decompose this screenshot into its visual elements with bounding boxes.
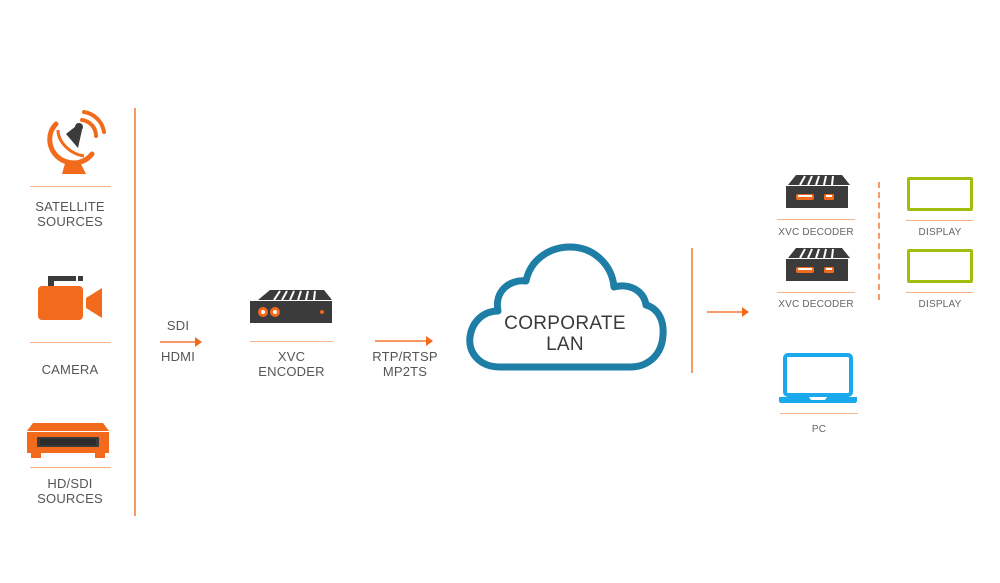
display-icon	[907, 249, 973, 283]
separator-line	[906, 220, 973, 221]
input-link-bottom-label: HDMI	[160, 349, 196, 364]
stream-link-line2: MP2TS	[382, 364, 428, 379]
stream-link-label: RTP/RTSP MP2TS	[355, 349, 455, 379]
stream-link-line1: RTP/RTSP	[372, 349, 438, 364]
encoder-box-icon	[250, 290, 332, 323]
source-label: SATELLITE SOURCES	[20, 199, 120, 229]
video-camera-icon	[38, 276, 102, 320]
decoder-label: XVC DECODER	[778, 227, 854, 238]
decoder-box-icon	[786, 248, 850, 281]
sources-bracket-line	[134, 108, 136, 516]
laptop-icon	[779, 353, 857, 403]
display-label: DISPLAY	[918, 299, 962, 310]
separator-line	[777, 292, 855, 293]
cloud-label-line1: CORPORATE	[504, 313, 626, 334]
source-label-line1: CAMERA	[41, 362, 99, 377]
decoder-label: XVC DECODER	[778, 299, 854, 310]
encoder-label-line1: XVC	[277, 349, 306, 364]
encoder-label: XVC ENCODER	[240, 349, 343, 379]
source-label-line1: HD/SDI	[47, 476, 93, 491]
cloud-label-line2: LAN	[546, 334, 584, 355]
display-label: DISPLAY	[918, 227, 962, 238]
outputs-bracket-line	[691, 248, 693, 373]
decoder-box-icon	[786, 175, 850, 208]
separator-line	[30, 467, 111, 468]
satellite-dish-icon	[47, 110, 106, 174]
decoder-display-dashed-line	[878, 182, 880, 300]
stream-arrow	[375, 336, 433, 346]
cloud-icon	[466, 243, 667, 371]
encoder-label-line2: ENCODER	[258, 364, 325, 379]
input-link-top-label: SDI	[166, 318, 190, 333]
input-arrow	[160, 337, 202, 347]
separator-line	[30, 342, 111, 343]
separator-line	[906, 292, 973, 293]
pc-label: PC	[811, 424, 827, 435]
separator-line	[777, 219, 855, 220]
separator-line	[30, 186, 111, 187]
output-arrow	[707, 307, 749, 317]
source-label-line1: SATELLITE	[35, 199, 105, 214]
separator-line	[250, 341, 333, 342]
display-icon	[907, 177, 973, 211]
source-label-line2: SOURCES	[37, 214, 103, 229]
cloud-label: CORPORATE LAN	[480, 313, 650, 355]
source-label: HD/SDI SOURCES	[20, 476, 120, 506]
source-label-line2: SOURCES	[37, 491, 103, 506]
source-label: CAMERA	[20, 362, 120, 377]
separator-line	[780, 413, 858, 414]
hd-sdi-device-icon	[27, 423, 109, 458]
